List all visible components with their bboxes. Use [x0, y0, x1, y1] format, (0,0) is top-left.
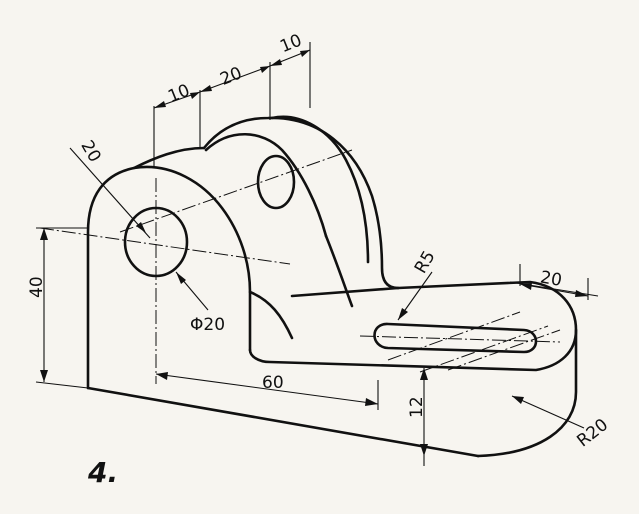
center-lines [39, 149, 561, 384]
dim-base-thickness: 12 [407, 396, 427, 418]
dim-height: 40 [27, 276, 47, 298]
dim-hole-offset: 20 [76, 137, 104, 166]
dimension-labels: 10 20 10 20 40 Φ20 60 12 R5 20 R20 [27, 31, 612, 452]
rear-upright-profile [202, 116, 400, 290]
dim-top-middle: 20 [217, 63, 245, 90]
base-top-edge [248, 280, 578, 372]
part-outline [86, 115, 578, 458]
base-rounded-end [476, 328, 578, 458]
groove-right-edge [248, 290, 294, 340]
front-upright-profile [86, 165, 252, 390]
dim-slot-width: 20 [539, 267, 564, 290]
dim-hole-diameter: Φ20 [190, 315, 225, 335]
groove-floor [290, 286, 400, 298]
inner-arch-back [270, 115, 370, 264]
top-edge-left [132, 146, 206, 170]
rear-hole [256, 154, 296, 210]
base-front-edge [86, 386, 480, 458]
slot-outline [373, 322, 538, 354]
dimension-lines [35, 42, 599, 466]
dim-slot-radius: R5 [411, 248, 440, 278]
groove-left-edge [324, 234, 354, 308]
figure-number: 4. [87, 456, 118, 489]
dim-end-radius: R20 [573, 415, 612, 451]
dim-base-length: 60 [262, 373, 284, 393]
inner-arch-front [204, 132, 328, 238]
